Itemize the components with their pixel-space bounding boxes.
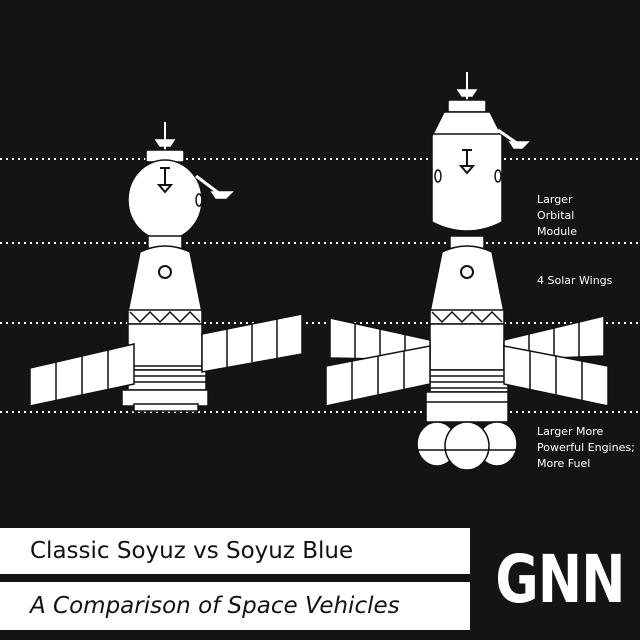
- blue-lower-right-solar-panel: [503, 345, 609, 407]
- soyuz-blue-illustration: [325, 72, 609, 471]
- classic-service-module: [127, 323, 203, 371]
- classic-service-band: [127, 369, 207, 391]
- annotation-orbital-module: Larger Orbital Module: [537, 193, 577, 238]
- classic-soyuz-illustration: [29, 122, 303, 412]
- blue-service-module: [429, 323, 505, 371]
- classic-antenna-dish: [154, 139, 176, 147]
- title-text: Classic Soyuz vs Soyuz Blue: [30, 538, 354, 564]
- blue-antenna-dish: [456, 89, 478, 97]
- blue-periscope-icon: [458, 149, 476, 175]
- gnn-logo: GNN: [495, 528, 625, 630]
- classic-truss-pattern: [129, 310, 201, 324]
- classic-side-antenna-arm: [195, 174, 221, 196]
- classic-right-solar-panel: [201, 313, 303, 373]
- blue-side-antenna-dish: [508, 141, 530, 149]
- banner-title: Classic Soyuz vs Soyuz Blue: [0, 528, 470, 574]
- classic-side-antenna-dish: [210, 191, 234, 199]
- blue-fuel-tanks: [416, 421, 518, 471]
- classic-side-port: [195, 193, 203, 207]
- logo-text: GNN: [495, 540, 625, 618]
- subtitle-text: A Comparison of Space Vehicles: [30, 593, 400, 619]
- blue-lower-left-solar-panel: [325, 345, 431, 407]
- blue-orbital-module: [431, 111, 503, 232]
- guide-lines: [0, 158, 640, 413]
- banner-subtitle: A Comparison of Space Vehicles: [0, 582, 470, 630]
- annotation-engines: Larger More Powerful Engines; More Fuel: [537, 425, 635, 470]
- blue-engine-skirt: [425, 391, 509, 423]
- classic-descent-window: [158, 265, 172, 279]
- blue-truss-pattern: [431, 310, 503, 324]
- classic-engine-base: [133, 403, 199, 412]
- classic-left-solar-panel: [29, 343, 135, 407]
- annotation-solar-wings: 4 Solar Wings: [537, 274, 613, 287]
- classic-periscope-icon: [156, 167, 174, 194]
- blue-docking-port: [447, 99, 487, 113]
- blue-descent-window: [460, 265, 474, 279]
